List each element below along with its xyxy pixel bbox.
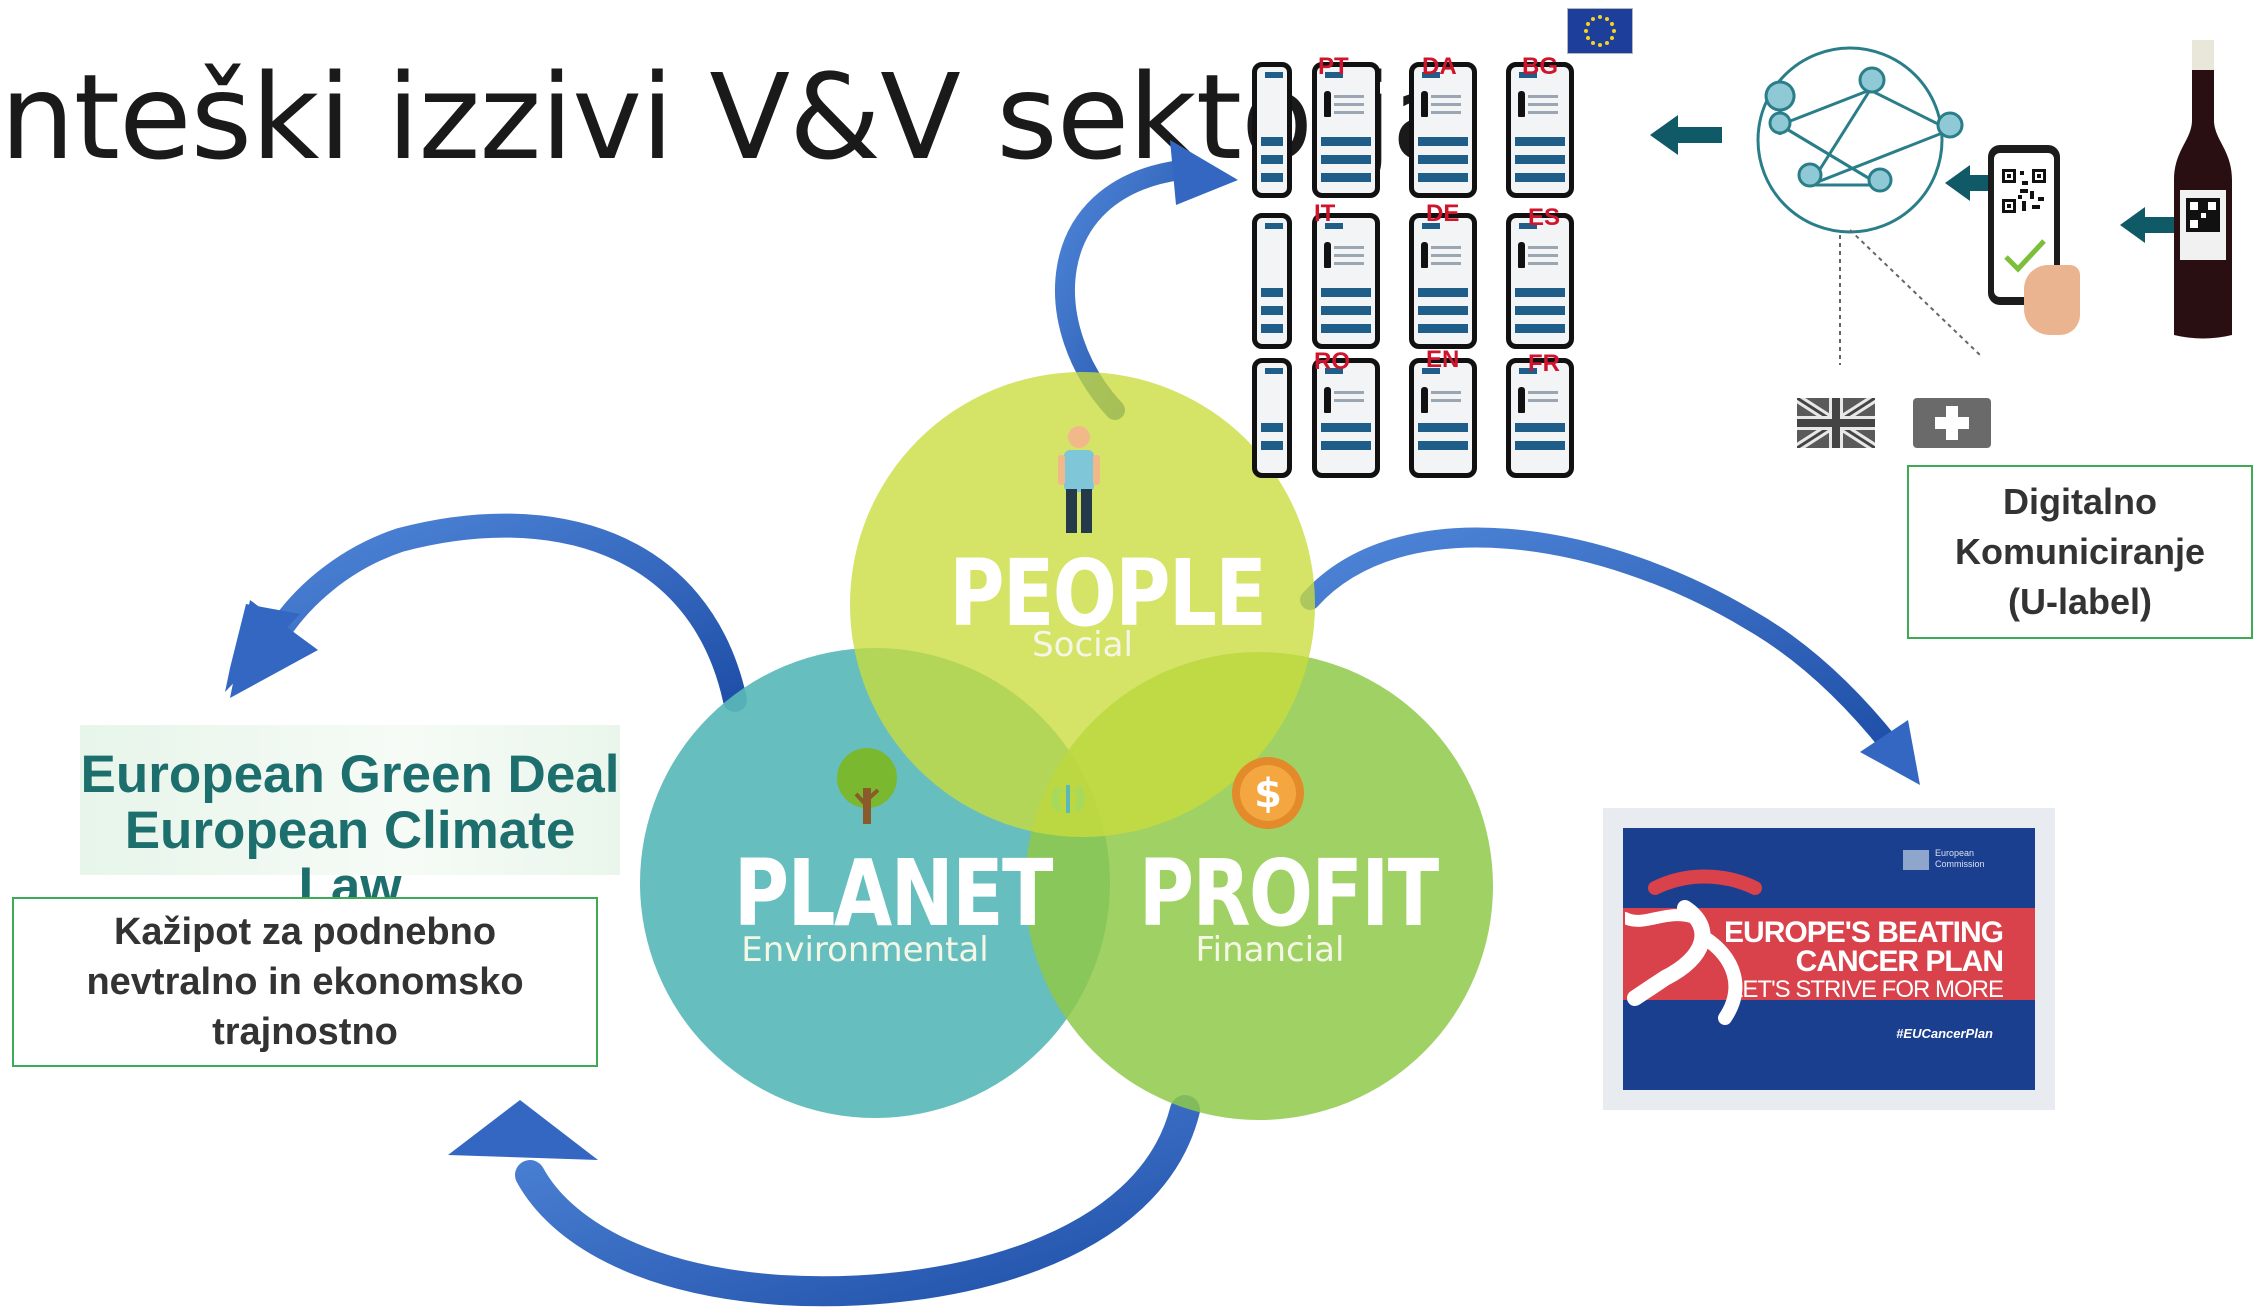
phone-mockup [1312, 358, 1380, 478]
qr-code-icon [2000, 167, 2048, 215]
phone-mockup [1506, 358, 1574, 478]
cancer-plan-org: European Commission [1935, 848, 1985, 869]
phone-mockup [1506, 62, 1574, 198]
ec-logo-icon [1903, 850, 1929, 870]
wine-bottle-icon [2174, 40, 2232, 339]
lang-code: DE [1426, 200, 1460, 227]
cancer-plan-line2: CANCER PLAN [1795, 945, 2004, 978]
planet-subtitle: Environmental [741, 930, 989, 970]
lang-code: IT [1314, 200, 1336, 227]
qr-phone [1988, 145, 2080, 335]
green-deal-line2: European Climate Law [124, 801, 576, 916]
phone-mockup [1312, 213, 1380, 349]
people-title: PEOPLE [949, 540, 1267, 647]
cancer-plan-hashtag: #EUCancerPlan [1896, 1026, 1993, 1041]
recycle-icon [1051, 785, 1085, 813]
lang-code: DA [1422, 53, 1457, 80]
phone-mockup [1252, 213, 1292, 349]
lang-code: FR [1528, 350, 1560, 377]
cancer-plan-banner: European Commission EUROPE'S BEATING CAN… [1603, 808, 2055, 1110]
cancer-plan-line1: EUROPE'S BEATING [1724, 916, 2004, 949]
green-deal-line1: European Green Deal [80, 745, 620, 804]
lang-code: RO [1314, 348, 1350, 375]
lang-code: BG [1522, 53, 1558, 80]
arrow-people-to-cancerplan [1300, 527, 1920, 785]
arrow-planet-to-greendeal [225, 513, 747, 712]
svg-text:$: $ [1254, 771, 1282, 817]
u-label-flow-diagram [1650, 46, 2175, 365]
people-subtitle: Social [1032, 625, 1133, 665]
u-label-caption: Digitalno Komuniciranje (U-label) [1954, 481, 2206, 622]
phone-mockup [1252, 358, 1292, 478]
cancer-plan-line3: LET'S STRIVE FOR MORE [1730, 976, 2004, 1003]
slide-title: nteški izzivi V&V sektorja [0, 48, 1464, 186]
arrow-people-to-ulabel [1055, 140, 1238, 420]
phone-mockup [1252, 62, 1292, 198]
phone-mockup [1312, 62, 1380, 198]
tree-icon [837, 748, 897, 824]
green-deal-banner: European Green Deal European Climate Law [80, 725, 620, 915]
green-deal-caption: Kažipot za podnebno nevtralno in ekonoms… [86, 911, 524, 1053]
check-icon [2004, 239, 2046, 273]
u-label-phone-grid: PT DA BG IT DE ES RO EN FR [1252, 48, 1624, 478]
eu-flag-icon [1567, 8, 1633, 54]
lang-code: PT [1318, 53, 1349, 80]
swiss-flag-icon [1913, 398, 1991, 448]
green-deal-caption-box: Kažipot za podnebno nevtralno in ekonoms… [12, 897, 598, 1067]
phone-mockup [1409, 213, 1477, 349]
dollar-coin-icon: $ [1232, 757, 1304, 829]
lang-code: EN [1426, 346, 1460, 373]
runner-icon [1625, 869, 1762, 1025]
uk-flag-icon [1797, 398, 1875, 448]
phone-mockup [1409, 62, 1477, 198]
profit-title: PROFIT [1138, 840, 1439, 947]
profit-subtitle: Financial [1195, 930, 1345, 970]
u-label-caption-box: Digitalno Komuniciranje (U-label) [1907, 465, 2253, 639]
location-network-icon [1756, 46, 1981, 365]
arrow-profit-to-planet [448, 1095, 1200, 1307]
phone-mockup [1409, 358, 1477, 478]
person-icon [1058, 426, 1100, 533]
lang-code: ES [1528, 204, 1561, 231]
phone-mockup [1506, 213, 1574, 349]
people-circle [850, 372, 1315, 837]
